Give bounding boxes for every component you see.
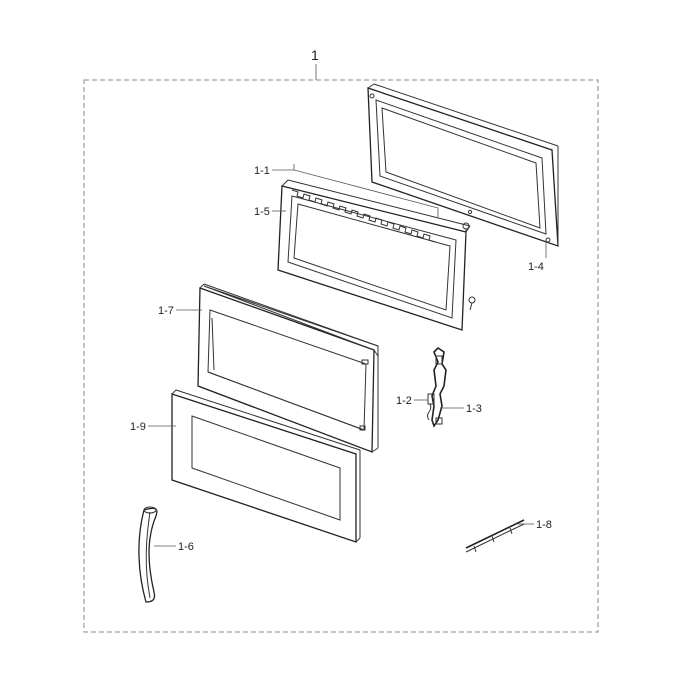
- callout-label-1-2: 1-2: [396, 395, 412, 407]
- part-door-panel: [197, 283, 379, 453]
- callout-label-1-5: 1-5: [254, 206, 270, 218]
- callout-label-1-3: 1-3: [466, 403, 482, 415]
- part-handle: [138, 506, 158, 603]
- part-hinge-shaft: [465, 519, 525, 553]
- part-choke-frame: [277, 179, 476, 331]
- callout-bracket-1-1: [293, 164, 439, 218]
- part-inner-door-frame: [367, 83, 559, 247]
- assembly-number-label: 1: [311, 47, 319, 63]
- assembly-boundary: [83, 79, 599, 633]
- callout-label-1-4: 1-4: [528, 261, 544, 273]
- part-door-front: [171, 389, 361, 543]
- callout-label-1-6: 1-6: [178, 541, 194, 553]
- callout-label-1-1: 1-1: [254, 165, 270, 177]
- callout-label-1-7: 1-7: [158, 305, 174, 317]
- callout-label-1-8: 1-8: [536, 519, 552, 531]
- part-latch-assembly: [427, 346, 447, 428]
- callout-label-1-9: 1-9: [130, 421, 146, 433]
